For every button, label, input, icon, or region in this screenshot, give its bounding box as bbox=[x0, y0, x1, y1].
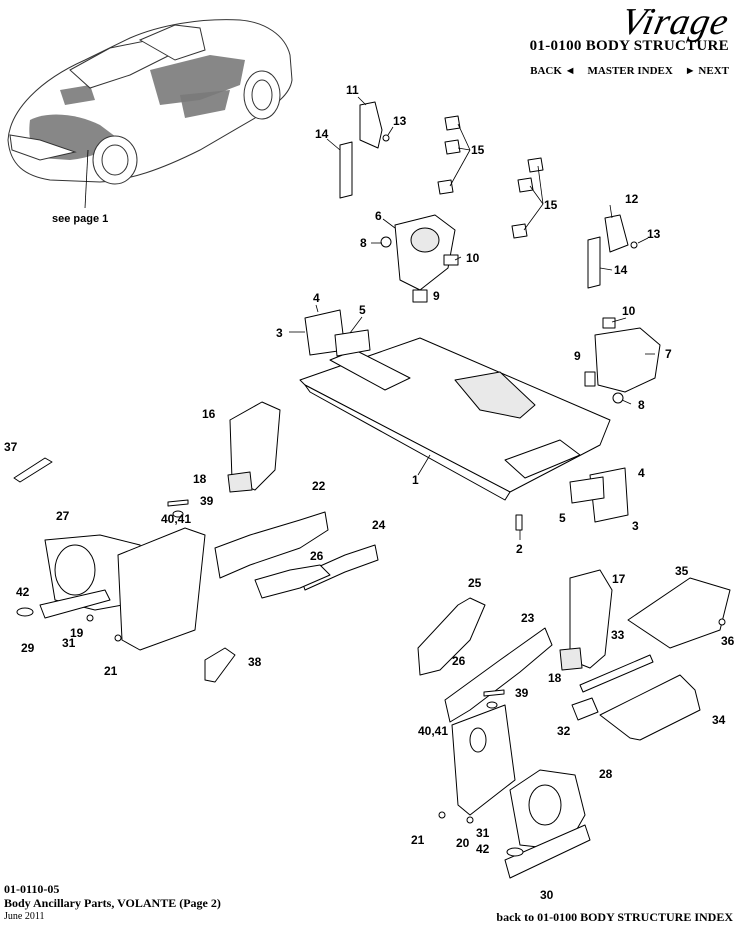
callout-12[interactable]: 12 bbox=[625, 192, 639, 206]
callout-42[interactable]: 42 bbox=[16, 585, 30, 599]
callout-11[interactable]: 11 bbox=[346, 83, 359, 97]
callout-15-right[interactable]: 15 bbox=[544, 198, 558, 212]
callout-3-right[interactable]: 3 bbox=[632, 519, 639, 533]
callout-10[interactable]: 10 bbox=[466, 251, 480, 265]
callout-7[interactable]: 7 bbox=[665, 347, 672, 361]
back-link[interactable]: BACK ◄ bbox=[530, 65, 576, 77]
document-description: Body Ancillary Parts, VOLANTE (Page 2) bbox=[4, 896, 221, 910]
callout-21[interactable]: 21 bbox=[104, 664, 118, 678]
car-overview[interactable] bbox=[7, 19, 293, 209]
callout-31-right[interactable]: 31 bbox=[476, 826, 490, 840]
callout-14[interactable]: 14 bbox=[315, 127, 329, 141]
callout-36[interactable]: 36 bbox=[721, 634, 735, 648]
callout-9-right[interactable]: 9 bbox=[574, 349, 581, 363]
callout-8[interactable]: 8 bbox=[360, 236, 367, 250]
callout-2[interactable]: 2 bbox=[516, 542, 523, 556]
callout-40-41-right[interactable]: 40,41 bbox=[418, 724, 448, 738]
callout-4-right[interactable]: 4 bbox=[638, 466, 645, 480]
callout-labels: 1 2 3 3 4 4 5 5 6 7 8 8 9 9 10 10 11 12 … bbox=[4, 83, 735, 902]
callout-38[interactable]: 38 bbox=[248, 655, 262, 669]
callout-20[interactable]: 20 bbox=[456, 836, 470, 850]
callout-6[interactable]: 6 bbox=[375, 209, 382, 223]
page-navigation: BACK ◄ MASTER INDEX ► NEXT bbox=[530, 65, 729, 77]
callout-28[interactable]: 28 bbox=[599, 767, 613, 781]
document-date: June 2011 bbox=[4, 911, 45, 922]
callout-25[interactable]: 25 bbox=[468, 576, 482, 590]
callout-17[interactable]: 17 bbox=[612, 572, 626, 586]
see-page-label[interactable]: see page 1 bbox=[52, 213, 108, 225]
callout-22[interactable]: 22 bbox=[312, 479, 326, 493]
callout-8-right[interactable]: 8 bbox=[638, 398, 645, 412]
callout-3[interactable]: 3 bbox=[276, 326, 283, 340]
master-index-link[interactable]: MASTER INDEX bbox=[587, 65, 673, 77]
back-to-index-link[interactable]: back to 01-0100 BODY STRUCTURE INDEX bbox=[496, 910, 733, 924]
callout-1[interactable]: 1 bbox=[412, 473, 419, 487]
callout-37[interactable]: 37 bbox=[4, 440, 18, 454]
callout-5-right[interactable]: 5 bbox=[559, 511, 566, 525]
callout-18-right[interactable]: 18 bbox=[548, 671, 562, 685]
callout-24[interactable]: 24 bbox=[372, 518, 386, 532]
callout-33[interactable]: 33 bbox=[611, 628, 625, 642]
callout-27[interactable]: 27 bbox=[56, 509, 70, 523]
callout-31[interactable]: 31 bbox=[62, 636, 76, 650]
leader-lines bbox=[289, 96, 655, 540]
callout-23[interactable]: 23 bbox=[521, 611, 535, 625]
document-code: 01-0110-05 bbox=[4, 882, 60, 896]
part-shapes bbox=[13, 101, 731, 879]
callout-29[interactable]: 29 bbox=[21, 641, 35, 655]
callout-26[interactable]: 26 bbox=[310, 549, 324, 563]
callout-39-right[interactable]: 39 bbox=[515, 686, 529, 700]
callout-19[interactable]: 19 bbox=[70, 626, 84, 640]
callout-16[interactable]: 16 bbox=[202, 407, 216, 421]
callout-4[interactable]: 4 bbox=[313, 291, 320, 305]
callout-13-right[interactable]: 13 bbox=[647, 227, 661, 241]
callout-10-right[interactable]: 10 bbox=[622, 304, 636, 318]
callout-15[interactable]: 15 bbox=[471, 143, 485, 157]
callout-18[interactable]: 18 bbox=[193, 472, 207, 486]
callout-14-right[interactable]: 14 bbox=[614, 263, 628, 277]
callout-42-right[interactable]: 42 bbox=[476, 842, 490, 856]
callout-40-41[interactable]: 40,41 bbox=[161, 512, 191, 526]
page-title: 01-0100 BODY STRUCTURE bbox=[529, 38, 729, 54]
callout-30[interactable]: 30 bbox=[540, 888, 554, 902]
callout-34[interactable]: 34 bbox=[712, 713, 726, 727]
callout-26-right[interactable]: 26 bbox=[452, 654, 466, 668]
callout-35[interactable]: 35 bbox=[675, 564, 689, 578]
callout-13[interactable]: 13 bbox=[393, 114, 407, 128]
next-link[interactable]: ► NEXT bbox=[684, 65, 729, 77]
callout-21-right[interactable]: 21 bbox=[411, 833, 425, 847]
callout-39[interactable]: 39 bbox=[200, 494, 214, 508]
footer-info: 01-0110-05 Body Ancillary Parts, VOLANTE… bbox=[4, 882, 221, 924]
callout-9[interactable]: 9 bbox=[433, 289, 440, 303]
callout-32[interactable]: 32 bbox=[557, 724, 571, 738]
callout-5[interactable]: 5 bbox=[359, 303, 366, 317]
